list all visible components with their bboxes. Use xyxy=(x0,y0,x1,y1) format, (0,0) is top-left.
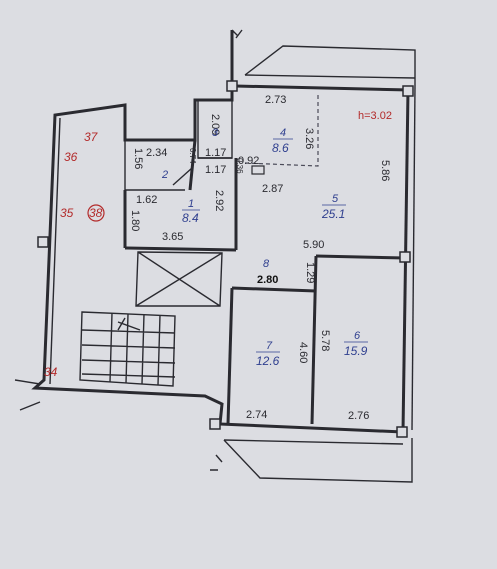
column-4 xyxy=(396,426,408,438)
dim-room1-top: 1.62 xyxy=(136,194,157,206)
dim-room1-depth: 2.92 xyxy=(213,190,225,211)
dim-top-balcony: 2.73 xyxy=(265,94,286,106)
dim-room2-width: 2.34 xyxy=(146,147,167,159)
wall-bottom xyxy=(219,422,404,434)
svg-text:6: 6 xyxy=(354,330,361,342)
marker-38-circle xyxy=(87,204,105,222)
left-stubs xyxy=(14,379,41,411)
column-6 xyxy=(37,236,49,248)
wall-room7-top xyxy=(231,286,317,293)
svg-text:3: 3 xyxy=(212,127,219,139)
svg-text:1: 1 xyxy=(188,198,194,210)
dim-room1-bottom: 3.65 xyxy=(162,231,183,243)
elevator-shaft xyxy=(135,251,223,307)
room-4-label: 4 8.6 xyxy=(272,127,293,155)
dim-room1-left: 1.80 xyxy=(129,210,141,231)
dim-room6-gap: 1.29 xyxy=(304,262,316,283)
room2-diagonal xyxy=(172,167,193,186)
wall-corridor-inner xyxy=(49,117,61,385)
dim-room2-diag: 0.74 xyxy=(188,148,197,164)
column-5 xyxy=(209,418,221,430)
marker-36: 36 xyxy=(64,150,78,164)
room-3-label: 3 xyxy=(212,127,219,139)
dim-room4-depth: 3.26 xyxy=(303,128,315,149)
wall-room7-left xyxy=(226,287,234,425)
dim-room8-width: 2.80 xyxy=(257,274,278,286)
column-1 xyxy=(226,80,238,92)
column-3 xyxy=(399,251,411,263)
wall-room6-left xyxy=(310,255,318,425)
svg-text:25.1: 25.1 xyxy=(321,207,345,221)
svg-text:7: 7 xyxy=(266,340,273,352)
dim-room4-opening: 0.92 xyxy=(238,155,259,167)
marker-38: 38 xyxy=(89,206,103,220)
svg-text:8: 8 xyxy=(263,258,270,270)
wall-room1-bottom xyxy=(124,246,237,252)
wall-top-main xyxy=(234,84,411,92)
room-7-label: 7 12.6 xyxy=(256,340,280,368)
room4-dashed xyxy=(244,95,319,167)
marker-34: 34 xyxy=(44,365,58,379)
svg-text:8.6: 8.6 xyxy=(272,141,289,155)
marker-37: 37 xyxy=(84,130,99,144)
balcony-rail-top xyxy=(244,74,416,79)
dim-room7-bottom: 2.74 xyxy=(246,409,267,421)
svg-text:8.4: 8.4 xyxy=(182,211,199,225)
wall-room2-right xyxy=(188,139,197,191)
dim-room6-top: 5.90 xyxy=(303,239,324,251)
staircase xyxy=(79,311,176,387)
dim-room4-bottom: 2.87 xyxy=(262,183,283,195)
room-8-label: 8 xyxy=(263,258,270,270)
dim-room6-depth: 5.78 xyxy=(319,330,331,351)
balcony-rail-bottom xyxy=(223,439,404,445)
wall-right-outer xyxy=(411,85,416,431)
marker-35: 35 xyxy=(60,206,74,220)
svg-text:4: 4 xyxy=(280,127,286,139)
wall-room6-top xyxy=(315,254,406,260)
column-7 xyxy=(251,165,265,175)
room-6-label: 6 15.9 xyxy=(344,330,368,358)
svg-text:2: 2 xyxy=(161,169,168,181)
svg-text:12.6: 12.6 xyxy=(256,354,280,368)
svg-text:15.9: 15.9 xyxy=(344,344,368,358)
dim-room3-bottom: 1.17 xyxy=(205,164,226,176)
top-balcony xyxy=(244,45,416,86)
dim-room6-bottom: 2.76 xyxy=(348,410,369,422)
dim-room3-width: 1.17 xyxy=(205,147,226,159)
dim-room2-depth: 1.56 xyxy=(132,148,144,169)
dim-room3-small: 0.36 xyxy=(235,158,244,174)
ceiling-height-label: h=3.02 xyxy=(358,110,392,122)
column-2 xyxy=(402,85,414,97)
room-5-label: 5 25.1 xyxy=(321,193,346,221)
wall-breaks xyxy=(210,29,243,471)
dim-room5-right: 5.86 xyxy=(379,160,391,181)
bottom-balcony xyxy=(223,438,413,483)
svg-text:5: 5 xyxy=(332,193,339,205)
dim-room7-depth: 4.60 xyxy=(297,342,309,363)
room-1-label: 1 8.4 xyxy=(182,198,200,225)
dim-room3-depth: 2.09 xyxy=(209,114,221,135)
room-2-label: 2 xyxy=(161,169,168,181)
